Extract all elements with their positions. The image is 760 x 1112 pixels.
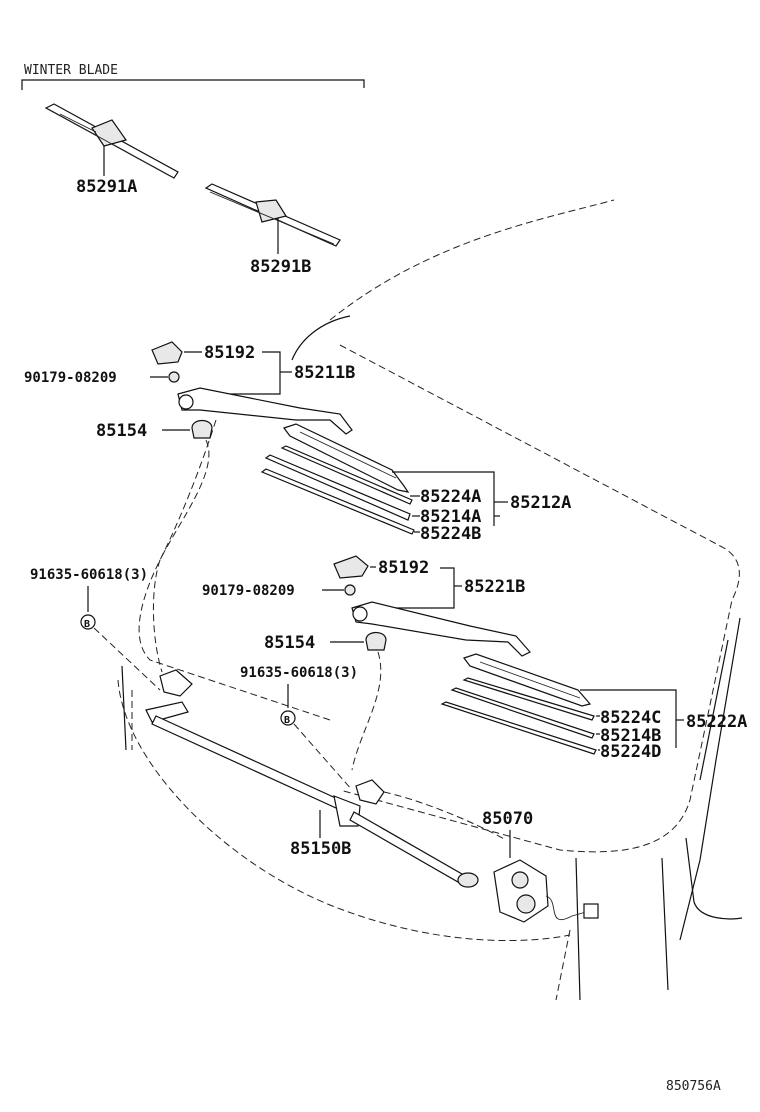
arm-85221b-drawing <box>351 601 531 657</box>
a-pillar-line <box>679 617 741 941</box>
label-85224b: 85224B <box>420 524 481 544</box>
bracket-85221b <box>380 567 455 609</box>
winter-blade-b-drawing <box>204 183 341 247</box>
winter-blade-a-drawing <box>44 103 179 179</box>
bolt-dash-left <box>93 627 161 691</box>
bolt-mark-left-label: B <box>84 619 90 630</box>
bolt-mark-middle <box>280 710 296 726</box>
motor-dash-link <box>383 791 507 841</box>
label-85150b: 85150B <box>290 839 351 859</box>
label-90179-upper: 90179-08209 <box>24 370 117 386</box>
diagram-id: 850756A <box>666 1079 721 1094</box>
label-85221b: 85221B <box>464 577 525 597</box>
cap-85192-upper-drawing <box>151 341 183 365</box>
link-dash-upper <box>152 439 210 673</box>
bracket-85222a <box>580 689 677 748</box>
bolt-dash-middle <box>293 723 353 791</box>
arm-85211b-drawing <box>177 387 353 435</box>
windshield-top-edge <box>329 199 615 321</box>
seal-85154-lower-drawing <box>365 631 387 651</box>
bolt-mark-left <box>80 614 96 630</box>
label-85212a: 85212A <box>510 493 571 513</box>
fender-line-2 <box>685 837 743 920</box>
blade-85212a-drawing <box>260 423 415 535</box>
linkage-85150b-drawing <box>145 669 479 888</box>
label-91635-left: 91635-60618(3) <box>30 567 148 583</box>
a-pillar-line-inner <box>699 639 729 781</box>
label-85291b: 85291B <box>250 257 311 277</box>
cowl-lower-edge <box>117 679 571 942</box>
cap-85192-lower-drawing <box>333 555 369 579</box>
seal-85154-upper-drawing <box>191 419 213 439</box>
nut-90179-upper-drawing <box>168 371 180 383</box>
label-85070: 85070 <box>482 809 533 829</box>
windshield-right-edge <box>339 344 740 853</box>
label-85214a: 85214A <box>420 507 481 527</box>
cowl-dash-right <box>555 929 571 1001</box>
label-85224d: 85224D <box>600 742 661 762</box>
bolt-mark-middle-label: B <box>284 715 290 726</box>
label-85224c: 85224C <box>600 708 661 728</box>
label-85214b: 85214B <box>600 726 661 746</box>
label-85192-lower: 85192 <box>378 558 429 578</box>
bracket-85211b <box>206 351 281 395</box>
winter-blade-heading: WINTER BLADE <box>24 63 118 78</box>
label-85224a: 85224A <box>420 487 481 507</box>
label-85154-upper: 85154 <box>96 421 147 441</box>
nut-90179-lower-drawing <box>344 584 356 596</box>
label-90179-lower: 90179-08209 <box>202 583 295 599</box>
body-edge-left <box>121 665 127 751</box>
winter-blade-bracket <box>21 79 365 90</box>
label-85154-lower: 85154 <box>264 633 315 653</box>
label-85291a: 85291A <box>76 177 137 197</box>
windshield-left-edge <box>138 419 331 721</box>
bracket-85212a <box>392 471 495 526</box>
blade-85222a-drawing <box>440 653 597 755</box>
label-91635-middle: 91635-60618(3) <box>240 665 358 681</box>
label-85192-upper: 85192 <box>204 343 255 363</box>
label-85222a: 85222A <box>686 712 747 732</box>
fender-line-1 <box>661 857 669 991</box>
label-85211b: 85211B <box>294 363 355 383</box>
link-dash-lower <box>351 651 382 771</box>
windshield-corner <box>291 315 351 361</box>
motor-85070-drawing <box>493 859 599 923</box>
fender-line-3 <box>575 857 581 1001</box>
